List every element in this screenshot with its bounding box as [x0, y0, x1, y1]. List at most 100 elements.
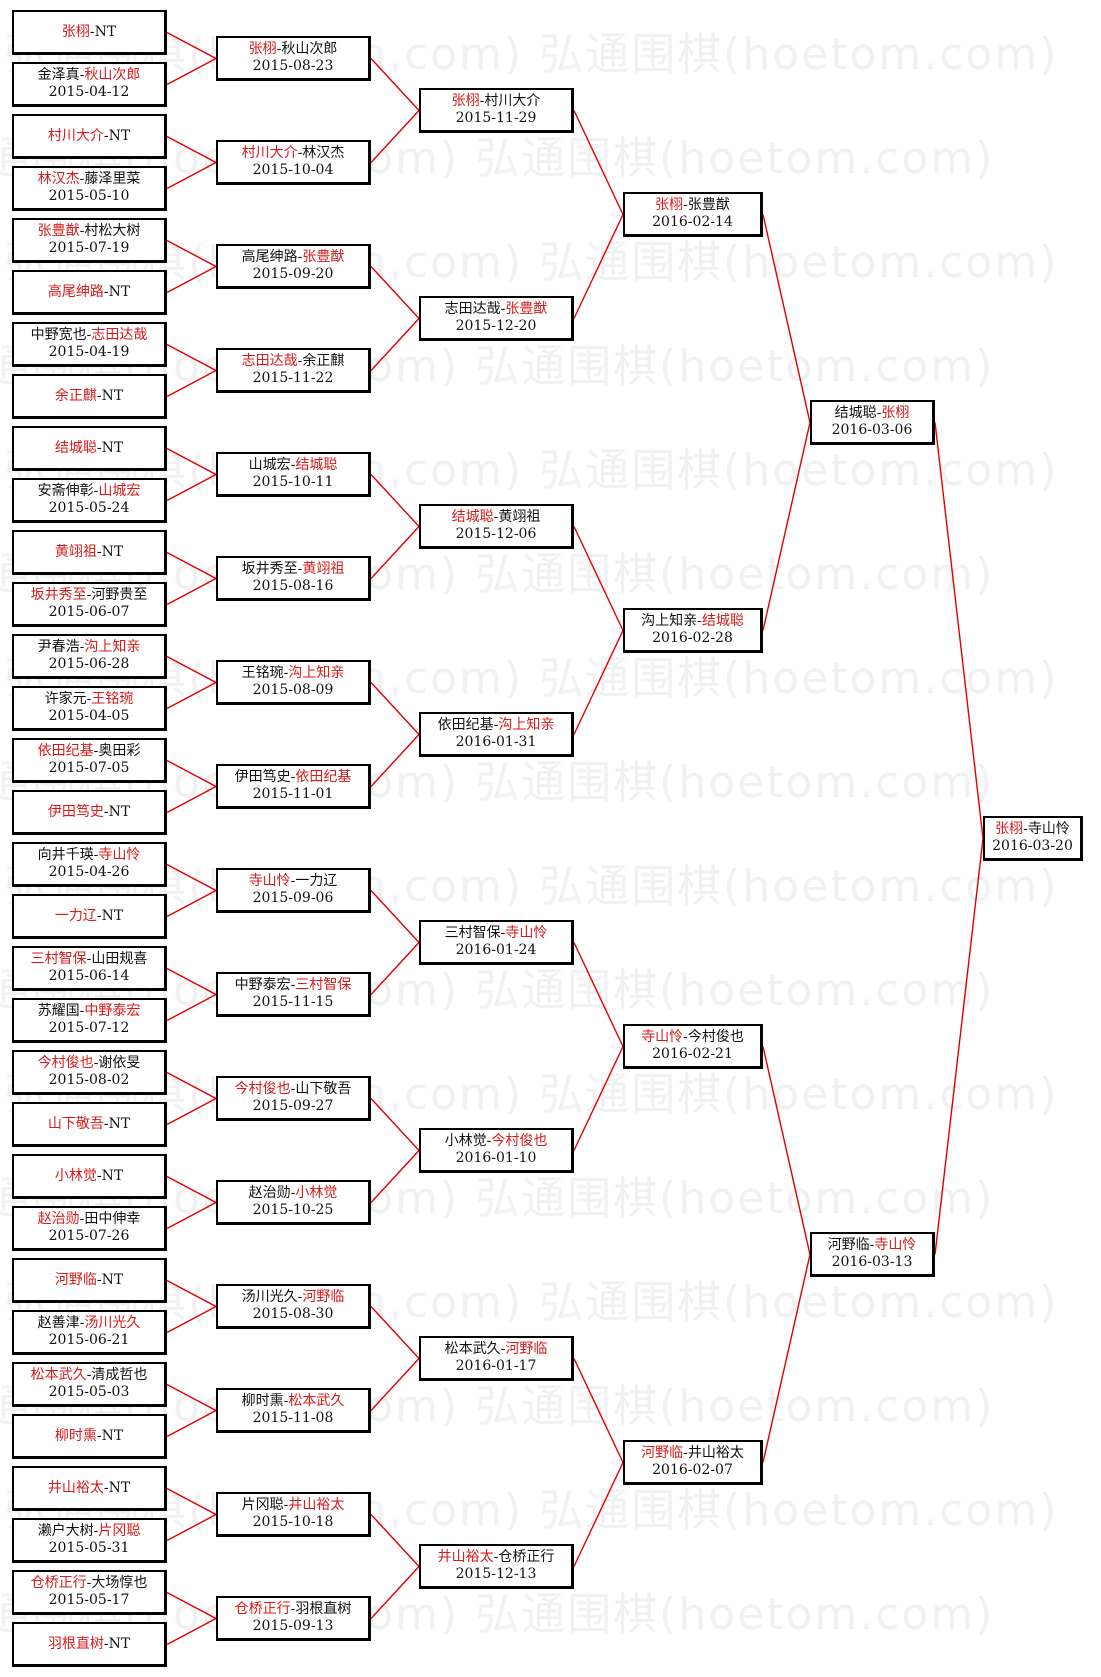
match-players: 王铭琬-沟上知亲 [242, 665, 345, 682]
player-1-name: 张栩 [995, 821, 1024, 837]
match-date: 2015-12-06 [455, 526, 537, 542]
player-1-name: 余正麒 [54, 387, 97, 404]
match-players: 小林觉-NT [55, 1168, 123, 1185]
player-1-name: 汤川光久 [241, 1289, 298, 1305]
players-separator: - [103, 803, 109, 820]
match-players: 安斋伸彰-山城宏 [38, 483, 141, 500]
match-box: 柳时熏-NT [12, 1414, 167, 1459]
player-1-name: 坂井秀至 [241, 561, 298, 577]
connector-line [166, 1513, 217, 1542]
player-2-name: 河野贵至 [91, 587, 148, 603]
player-1-name: 张栩 [655, 197, 684, 213]
match-date: 2016-01-17 [455, 1358, 537, 1374]
match-date: 2015-05-17 [48, 1592, 130, 1608]
player-2-name: 大场惇也 [91, 1575, 148, 1591]
players-separator: - [86, 1575, 92, 1591]
match-players: 高尾绅路-NT [48, 284, 130, 301]
match-box: 张栩-NT [12, 10, 167, 55]
match-date: 2015-04-12 [48, 84, 130, 100]
match-date: 2015-11-29 [455, 110, 537, 126]
player-2-name: 余正麒 [302, 353, 345, 369]
connector-line [166, 577, 217, 606]
player-1-name: 许家元 [44, 691, 87, 707]
player-2-name: 汤川光久 [84, 1315, 141, 1331]
connector-line [166, 993, 217, 1022]
players-separator: - [290, 977, 296, 993]
player-1-name: 志田达哉 [444, 301, 501, 317]
connector-line [370, 58, 420, 111]
player-1-name: 结城聪 [54, 439, 97, 456]
player-1-name: 张豊猷 [37, 223, 80, 239]
match-date: 2015-11-01 [252, 786, 334, 802]
match-date: 2015-09-27 [252, 1098, 334, 1114]
connector-line [370, 1358, 420, 1411]
player-2-name: NT [101, 543, 124, 560]
match-players: 沟上知亲-结城聪 [641, 613, 744, 630]
player-1-name: 黄翊祖 [54, 543, 97, 560]
match-players: 依田纪基-沟上知亲 [438, 717, 555, 734]
match-players: 河野临-井山裕太 [641, 1445, 744, 1462]
player-2-name: 藤泽里菜 [84, 171, 141, 187]
player-2-name: NT [101, 387, 124, 404]
match-date: 2015-10-04 [252, 162, 334, 178]
player-2-name: 清成哲也 [91, 1367, 148, 1383]
player-2-name: 张豊猷 [302, 249, 345, 265]
connector-line [166, 681, 217, 710]
match-players: 松本武久-河野临 [445, 1341, 548, 1358]
player-2-name: NT [101, 439, 124, 456]
player-1-name: 高尾绅路 [241, 249, 298, 265]
player-2-name: NT [94, 23, 117, 40]
connector-line [934, 838, 984, 1255]
match-players: 苏耀国-中野泰宏 [38, 1003, 141, 1020]
player-2-name: NT [108, 1479, 131, 1496]
players-separator: - [86, 587, 92, 603]
players-separator: - [683, 1029, 688, 1045]
match-players: 中野泰宏-三村智保 [235, 977, 352, 994]
match-date: 2015-11-22 [252, 370, 334, 386]
player-2-name: 寺山怜 [874, 1237, 917, 1253]
connector-line [166, 1617, 217, 1646]
player-1-name: 小林觉 [54, 1167, 97, 1184]
players-separator: - [103, 127, 109, 144]
players-separator: - [93, 483, 99, 499]
match-players: 一力辽-NT [55, 908, 123, 925]
players-separator: - [103, 1115, 109, 1132]
match-date: 2015-05-10 [48, 188, 130, 204]
connector-line [370, 110, 420, 163]
connector-line [573, 526, 624, 631]
player-2-name: 张栩 [881, 405, 910, 421]
connector-line [166, 473, 217, 502]
match-players: 濑户大树-片冈聪 [38, 1523, 141, 1540]
match-players: 河野临-NT [55, 1272, 123, 1289]
match-box: 井山裕太-NT [12, 1466, 167, 1511]
match-players: 羽根直树-NT [48, 1636, 130, 1653]
match-players: 张豊猷-村松大树 [38, 223, 141, 240]
player-1-name: 羽根直树 [47, 1635, 104, 1652]
player-1-name: 柳时熏 [54, 1427, 97, 1444]
connector-line [573, 110, 624, 215]
match-date: 2016-01-24 [455, 942, 537, 958]
players-separator: - [290, 1081, 296, 1097]
player-1-name: 村川大介 [47, 127, 104, 144]
player-2-name: 秋山次郎 [281, 41, 338, 57]
player-2-name: NT [108, 1635, 131, 1652]
connector-line [166, 1305, 217, 1334]
player-2-name: 林汉杰 [302, 145, 345, 161]
player-1-name: 今村俊也 [234, 1081, 291, 1097]
players-separator: - [479, 93, 485, 109]
players-separator: - [96, 1167, 102, 1184]
connector-line [166, 1383, 217, 1412]
player-2-name: 山下敬吾 [295, 1081, 352, 1097]
player-2-name: 仓桥正行 [498, 1549, 555, 1565]
players-separator: - [79, 639, 85, 655]
players-separator: - [93, 1055, 99, 1071]
